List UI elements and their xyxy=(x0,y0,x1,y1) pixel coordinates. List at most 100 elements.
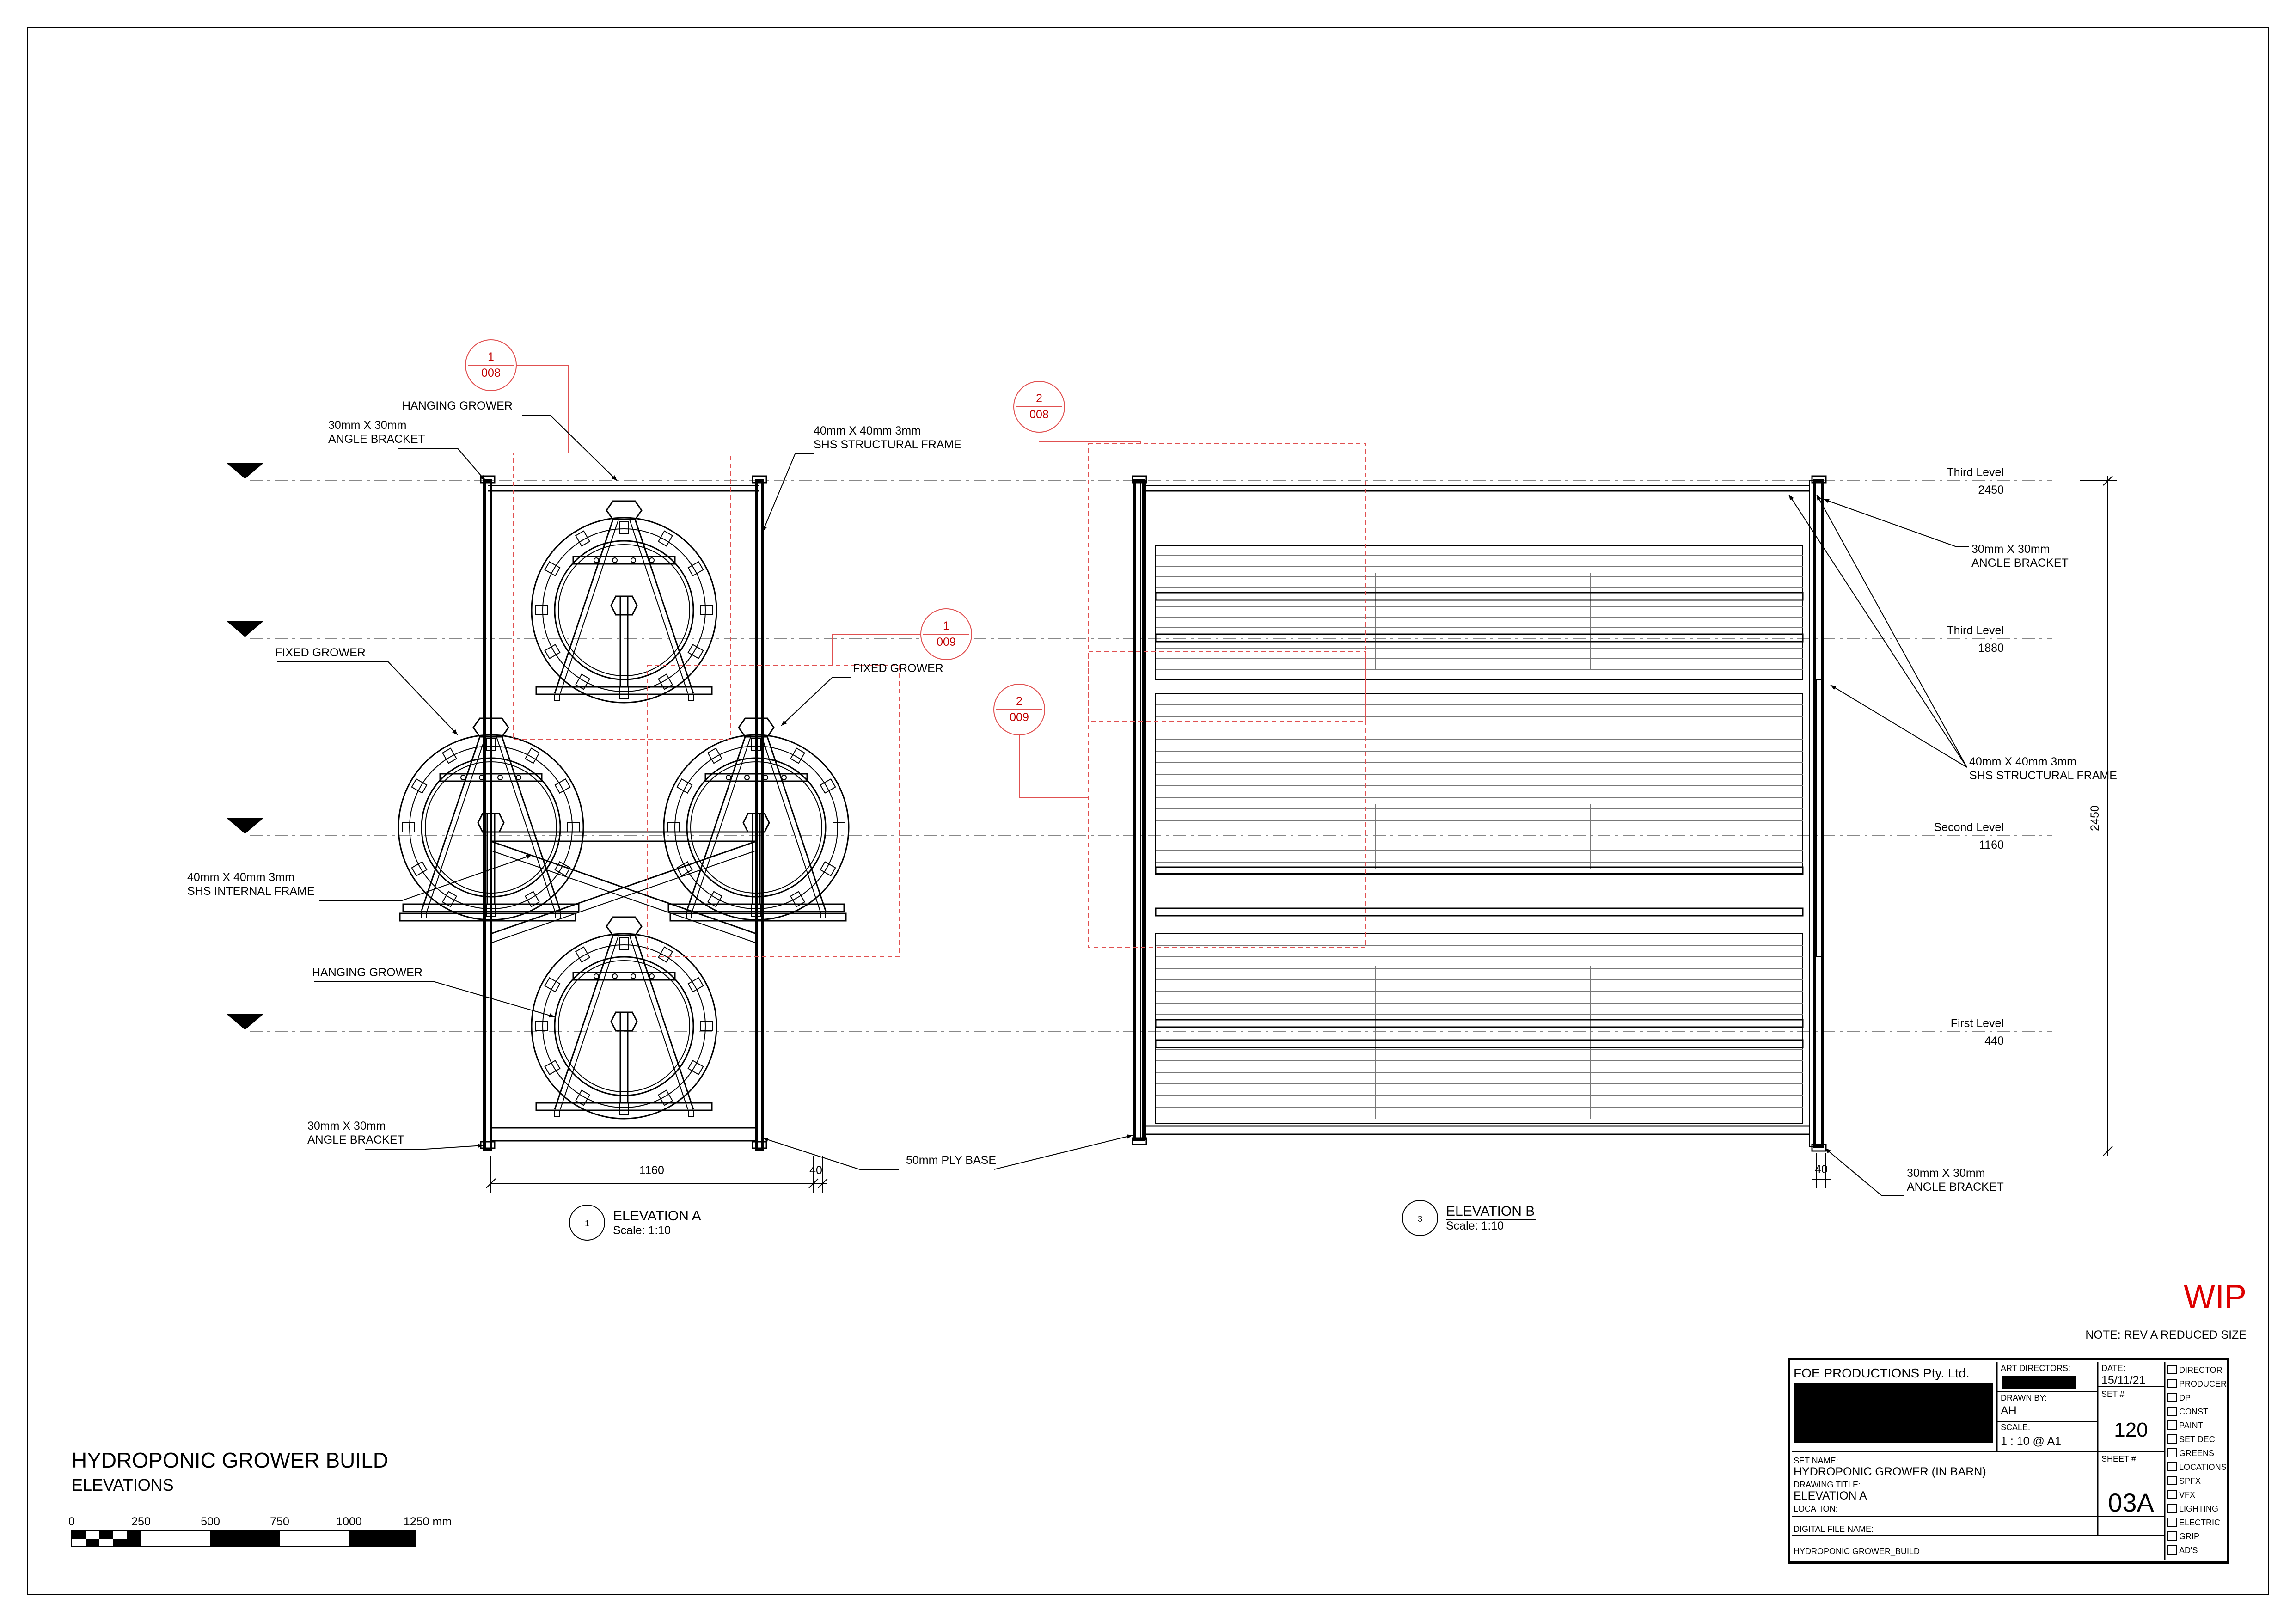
shs-frame-label: SHS STRUCTURAL FRAME xyxy=(1969,769,2117,782)
elevation-a-dimensions: 1160 40 xyxy=(486,1156,828,1193)
department-item[interactable]: CONST. xyxy=(2167,1407,2210,1416)
department-label: DIRECTOR xyxy=(2179,1365,2223,1375)
checkbox-icon[interactable] xyxy=(2167,1490,2177,1499)
department-item[interactable]: GRIP xyxy=(2167,1531,2199,1541)
checkbox-icon[interactable] xyxy=(2167,1518,2177,1527)
detail-box-1-009 xyxy=(647,665,900,957)
view-scale: Scale: 1:10 xyxy=(1446,1219,1504,1232)
scale-bar-label: 1000 xyxy=(336,1515,362,1528)
scale-bar-label: 250 xyxy=(131,1515,151,1528)
department-item[interactable]: VFX xyxy=(2167,1490,2195,1500)
scale-bar-label: 0 xyxy=(68,1515,75,1528)
department-item[interactable]: AD'S xyxy=(2167,1545,2198,1555)
sheet-border xyxy=(27,27,2269,1595)
sheet-number-label: SHEET # xyxy=(2101,1454,2136,1463)
level-name: Second Level xyxy=(1934,821,2004,834)
checkbox-icon[interactable] xyxy=(2167,1379,2177,1388)
department-label: LIGHTING xyxy=(2179,1504,2218,1513)
department-label: GREENS xyxy=(2179,1449,2214,1458)
drawing-title: HYDROPONIC GROWER BUILD xyxy=(72,1448,388,1472)
checkbox-icon[interactable] xyxy=(2167,1476,2177,1485)
department-label: DP xyxy=(2179,1393,2191,1402)
checkbox-icon[interactable] xyxy=(2167,1420,2177,1430)
department-item[interactable]: PRODUCER xyxy=(2167,1379,2227,1389)
elevation-a-drawing xyxy=(398,475,850,1151)
level-name: First Level xyxy=(1951,1017,2004,1030)
digital-file-label: DIGITAL FILE NAME: xyxy=(1794,1524,1874,1534)
date-label: DATE: xyxy=(2101,1364,2125,1373)
angle-bracket-label: 30mm X 30mm xyxy=(1907,1167,1985,1180)
width-dimension: 1160 xyxy=(639,1164,664,1177)
detail-box-2-009 xyxy=(1088,651,1366,948)
checkbox-icon[interactable] xyxy=(2167,1504,2177,1513)
department-label: ELECTRIC xyxy=(2179,1518,2220,1527)
department-item[interactable]: DP xyxy=(2167,1393,2191,1402)
internal-frame-label: SHS INTERNAL FRAME xyxy=(187,885,315,898)
department-label: AD'S xyxy=(2179,1546,2198,1555)
date-value: 15/11/21 xyxy=(2101,1374,2145,1387)
department-item[interactable]: SET DEC xyxy=(2167,1434,2215,1444)
scale-bar-label: 500 xyxy=(201,1515,220,1528)
level-value: 2450 xyxy=(1978,484,2004,496)
view-number: 3 xyxy=(1418,1214,1422,1224)
department-item[interactable]: PAINT xyxy=(2167,1420,2203,1430)
detail-ref-sheet: 008 xyxy=(481,367,501,379)
checkbox-icon[interactable] xyxy=(2167,1434,2177,1444)
set-name-value: HYDROPONIC GROWER (IN BARN) xyxy=(1794,1465,1986,1478)
view-number: 1 xyxy=(585,1219,589,1228)
detail-ref-1-009[interactable]: 1 009 xyxy=(920,608,972,660)
department-item[interactable]: GREENS xyxy=(2167,1448,2214,1458)
checkbox-icon[interactable] xyxy=(2167,1531,2177,1541)
angle-bracket-label: ANGLE BRACKET xyxy=(1971,557,2069,569)
set-number-label: SET # xyxy=(2101,1389,2125,1399)
level-marker-icon xyxy=(227,463,263,479)
level-value: 440 xyxy=(1984,1034,2004,1047)
digital-file-value: HYDROPONIC GROWER_BUILD xyxy=(1794,1547,1920,1556)
angle-bracket-label: ANGLE BRACKET xyxy=(307,1133,404,1146)
department-item[interactable]: LIGHTING xyxy=(2167,1504,2218,1513)
checkbox-icon[interactable] xyxy=(2167,1545,2177,1555)
detail-ref-2-009[interactable]: 2 009 xyxy=(993,684,1045,735)
art-directors-redacted xyxy=(2002,1376,2076,1389)
checkbox-icon[interactable] xyxy=(2167,1365,2177,1374)
detail-ref-1-008[interactable]: 1 008 xyxy=(465,339,517,391)
department-label: VFX xyxy=(2179,1490,2195,1500)
title-block: FOE PRODUCTIONS Pty. Ltd. ART DIRECTORS:… xyxy=(1788,1358,2229,1564)
angle-bracket-label: 30mm X 30mm xyxy=(307,1120,386,1132)
scale-bar-label: 1250 mm xyxy=(404,1515,452,1528)
elevation-a-annotations: HANGING GROWER 30mm X 30mm ANGLE BRACKET… xyxy=(187,399,1133,1170)
level-marker-icon xyxy=(227,818,263,834)
department-item[interactable]: ELECTRIC xyxy=(2167,1518,2220,1527)
checkbox-icon[interactable] xyxy=(2167,1462,2177,1471)
department-label: GRIP xyxy=(2179,1532,2199,1541)
height-dimension: 2450 xyxy=(2088,805,2101,831)
company-name: FOE PRODUCTIONS Pty. Ltd. xyxy=(1794,1366,1970,1380)
detail-ref-2-008[interactable]: 2 008 xyxy=(1013,381,1065,433)
scale-bar-label: 750 xyxy=(270,1515,289,1528)
checkbox-icon[interactable] xyxy=(2167,1407,2177,1416)
department-item[interactable]: SPFX xyxy=(2167,1476,2201,1486)
department-item[interactable]: LOCATIONS xyxy=(2167,1462,2227,1472)
art-directors-label: ART DIRECTORS: xyxy=(2001,1364,2070,1373)
checkbox-icon[interactable] xyxy=(2167,1448,2177,1457)
level-value: 1160 xyxy=(1979,839,2004,851)
department-label: LOCATIONS xyxy=(2179,1463,2227,1472)
location-label: LOCATION: xyxy=(1794,1504,1838,1513)
revision-note: NOTE: REV A REDUCED SIZE xyxy=(2085,1328,2247,1341)
detail-ref-sheet: 008 xyxy=(1029,408,1049,421)
level-labels: Third Level 2450 Third Level 1880 Second… xyxy=(1934,466,2004,1047)
elevation-b-dimensions: 2450 40 xyxy=(1812,476,2117,1188)
level-value: 1880 xyxy=(1978,642,2004,655)
department-label: PRODUCER xyxy=(2179,1379,2227,1389)
angle-bracket-label: 30mm X 30mm xyxy=(328,419,406,432)
angle-bracket-label: ANGLE BRACKET xyxy=(1907,1181,2004,1194)
fixed-grower-label: FIXED GROWER xyxy=(275,646,366,659)
drawing-title-label: DRAWING TITLE: xyxy=(1794,1480,1861,1489)
detail-ref-sheet: 009 xyxy=(1010,711,1029,724)
checkbox-icon[interactable] xyxy=(2167,1393,2177,1402)
department-item[interactable]: DIRECTOR xyxy=(2167,1365,2223,1375)
angle-bracket-label: 30mm X 30mm xyxy=(1971,543,2050,556)
department-label: SET DEC xyxy=(2179,1435,2215,1444)
hanging-grower-label: HANGING GROWER xyxy=(402,399,513,412)
